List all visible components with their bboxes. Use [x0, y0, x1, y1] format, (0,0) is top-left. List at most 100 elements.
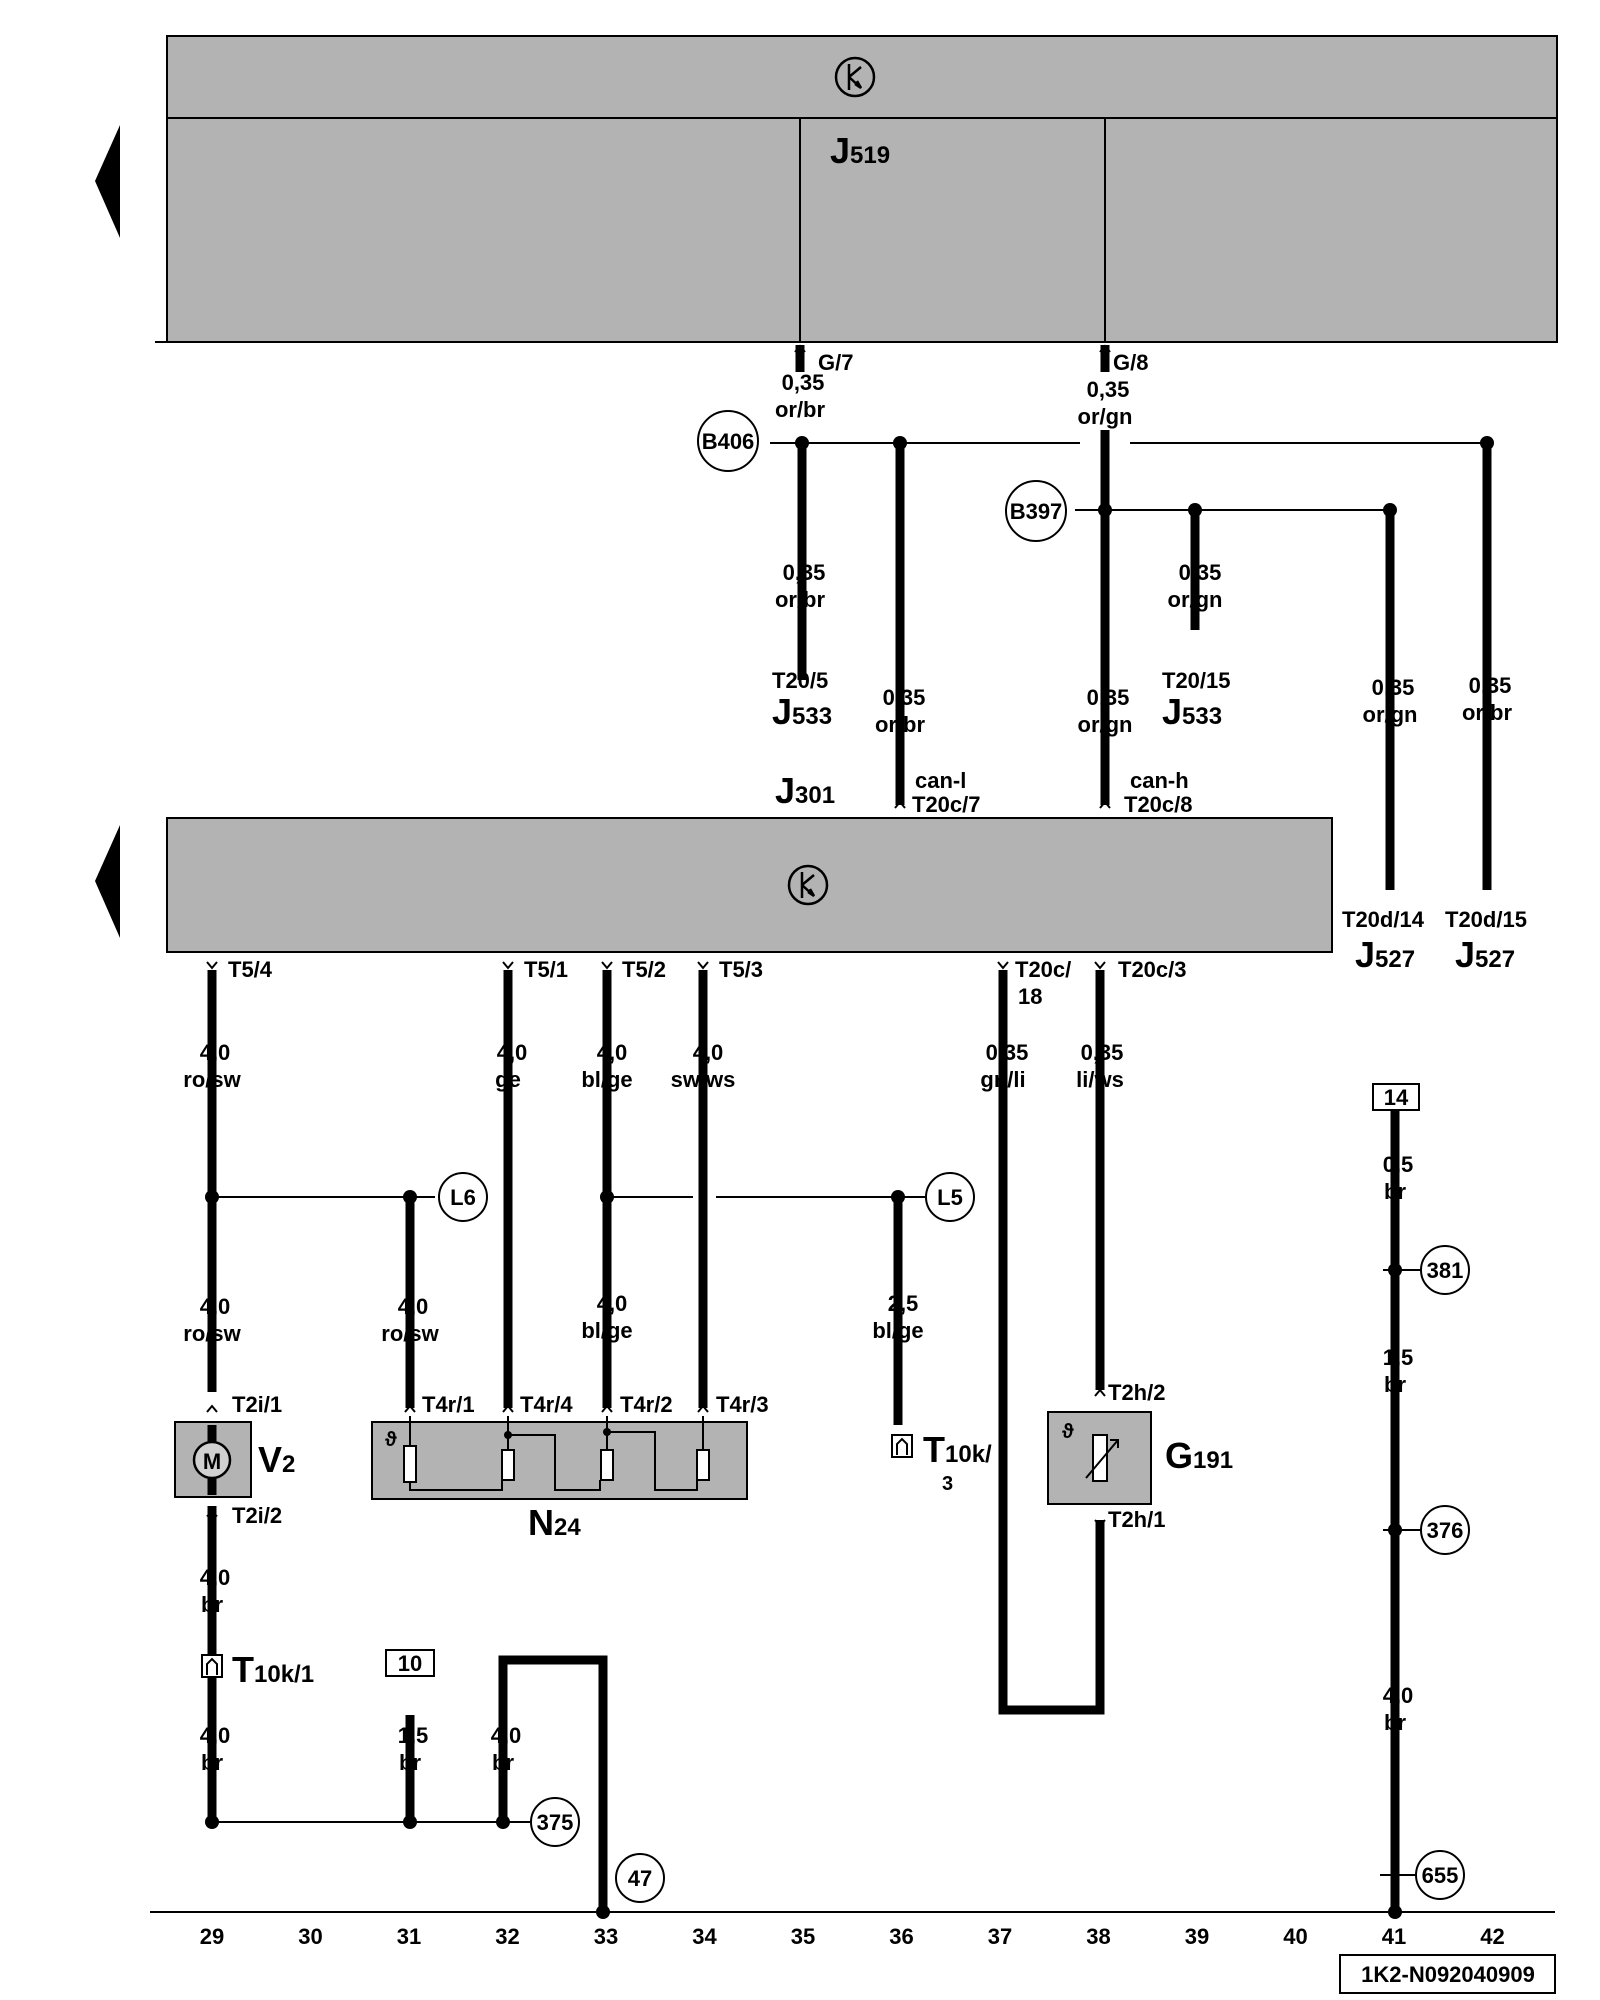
svg-text:sw/ws: sw/ws — [671, 1067, 736, 1092]
plug-t10k1-icon — [201, 1654, 223, 1678]
svg-text:can-l: can-l — [915, 768, 966, 793]
svg-text:T20c/8: T20c/8 — [1124, 792, 1193, 817]
svg-text:L5: L5 — [937, 1185, 963, 1210]
svg-text:T4r/3: T4r/3 — [716, 1392, 769, 1417]
junction-dots — [205, 436, 1494, 1919]
svg-text:or/br: or/br — [875, 712, 926, 737]
wire-group-thick — [207, 345, 1492, 1912]
n24-series-resistor: ϑ N24 — [371, 1416, 748, 1543]
svg-text:bl/ge: bl/ge — [872, 1318, 923, 1343]
svg-text:4,0: 4,0 — [1383, 1683, 1414, 1708]
svg-text:4,0: 4,0 — [200, 1723, 231, 1748]
svg-text:4,0: 4,0 — [200, 1565, 231, 1590]
j301-label: J301 — [775, 770, 835, 811]
svg-text:4,0: 4,0 — [497, 1040, 528, 1065]
circle-markers: B406 B397 L6 L5 381 376 375 47 655 — [438, 410, 1470, 1903]
connector-labels: G/7 G/8 T20/5 T20/15 can-l T20c/7 can-h … — [228, 350, 1527, 1532]
svg-text:or/gn: or/gn — [1363, 702, 1418, 727]
svg-text:ge: ge — [495, 1067, 521, 1092]
svg-text:T5/1: T5/1 — [524, 957, 568, 982]
svg-text:1,5: 1,5 — [1383, 1345, 1414, 1370]
svg-text:T20c/7: T20c/7 — [912, 792, 981, 817]
svg-text:T4r/1: T4r/1 — [422, 1392, 475, 1417]
g191-temperature-sensor: ϑ G191 — [1047, 1411, 1233, 1505]
svg-text:T20/5: T20/5 — [772, 668, 828, 693]
svg-text:G/8: G/8 — [1113, 350, 1148, 375]
svg-text:T4r/2: T4r/2 — [620, 1392, 673, 1417]
svg-text:0,35: 0,35 — [782, 370, 825, 395]
page-arrow-middle[interactable] — [95, 825, 120, 938]
svg-text:br: br — [492, 1750, 514, 1775]
svg-text:14: 14 — [1384, 1085, 1409, 1110]
svg-text:can-h: can-h — [1130, 768, 1189, 793]
svg-text:T4r/4: T4r/4 — [520, 1392, 573, 1417]
svg-text:1,5: 1,5 — [398, 1723, 429, 1748]
column-number: 29 — [200, 1924, 224, 1949]
svg-text:18: 18 — [1018, 984, 1042, 1009]
svg-text:or/gn: or/gn — [1078, 404, 1133, 429]
svg-text:2,5: 2,5 — [888, 1291, 919, 1316]
svg-text:0,35: 0,35 — [883, 685, 926, 710]
svg-text:T20d/15: T20d/15 — [1445, 907, 1527, 932]
svg-text:br: br — [1384, 1710, 1406, 1735]
svg-text:T20/15: T20/15 — [1162, 668, 1231, 693]
svg-text:T2h/2: T2h/2 — [1108, 1380, 1165, 1405]
svg-text:ro/sw: ro/sw — [381, 1321, 439, 1346]
svg-text:0,35: 0,35 — [1087, 377, 1130, 402]
svg-text:br: br — [201, 1592, 223, 1617]
svg-text:bl/ge: bl/ge — [581, 1067, 632, 1092]
svg-text:or/br: or/br — [775, 397, 826, 422]
svg-text:4,0: 4,0 — [200, 1040, 231, 1065]
column-number: 35 — [791, 1924, 815, 1949]
box-markers: 14 10 — [385, 1083, 1420, 1677]
j527-label-left: J527 — [1355, 934, 1415, 975]
column-number: 33 — [594, 1924, 618, 1949]
svg-text:G/7: G/7 — [818, 350, 853, 375]
svg-text:or/gn: or/gn — [1078, 712, 1133, 737]
t10k3-label: T10k/ — [923, 1429, 992, 1470]
column-number: 39 — [1185, 1924, 1209, 1949]
svg-text:381: 381 — [1427, 1258, 1464, 1283]
svg-text:0,35: 0,35 — [986, 1040, 1029, 1065]
column-number: 41 — [1382, 1924, 1406, 1949]
svg-text:L6: L6 — [450, 1185, 476, 1210]
svg-text:T2h/1: T2h/1 — [1108, 1507, 1165, 1532]
column-number: 31 — [397, 1924, 421, 1949]
j533-label-right: J533 — [1162, 691, 1222, 732]
svg-text:br: br — [1384, 1372, 1406, 1397]
g191-label: G191 — [1165, 1435, 1233, 1476]
column-number: 34 — [692, 1924, 717, 1949]
svg-text:4,0: 4,0 — [491, 1723, 522, 1748]
svg-text:ro/sw: ro/sw — [183, 1321, 241, 1346]
svg-text:4,0: 4,0 — [597, 1291, 628, 1316]
svg-text:4,0: 4,0 — [597, 1040, 628, 1065]
column-number: 40 — [1283, 1924, 1307, 1949]
svg-text:li/ws: li/ws — [1076, 1067, 1124, 1092]
svg-text:br: br — [399, 1750, 421, 1775]
svg-text:ro/sw: ro/sw — [183, 1067, 241, 1092]
svg-text:T2i/2: T2i/2 — [232, 1503, 282, 1528]
svg-text:4,0: 4,0 — [693, 1040, 724, 1065]
column-number: 36 — [889, 1924, 913, 1949]
column-number: 37 — [988, 1924, 1012, 1949]
wire-group-thin — [150, 442, 1555, 1913]
j519-label: J519 — [830, 130, 890, 171]
j519-control-unit: J519 — [155, 35, 1558, 343]
n24-label: N24 — [528, 1502, 581, 1543]
column-number: 32 — [495, 1924, 519, 1949]
svg-text:T20c/: T20c/ — [1015, 957, 1071, 982]
can-transistor-icon — [834, 56, 876, 98]
svg-text:T5/3: T5/3 — [719, 957, 763, 982]
svg-text:10: 10 — [398, 1651, 422, 1676]
page-arrow-top[interactable] — [95, 125, 120, 238]
svg-text:or/br: or/br — [775, 587, 826, 612]
svg-text:655: 655 — [1422, 1863, 1459, 1888]
column-number: 38 — [1086, 1924, 1110, 1949]
svg-text:or/gn: or/gn — [1168, 587, 1223, 612]
svg-text:0,35: 0,35 — [1469, 673, 1512, 698]
svg-text:0,35: 0,35 — [1081, 1040, 1124, 1065]
column-number: 42 — [1480, 1924, 1504, 1949]
svg-text:375: 375 — [537, 1810, 574, 1835]
